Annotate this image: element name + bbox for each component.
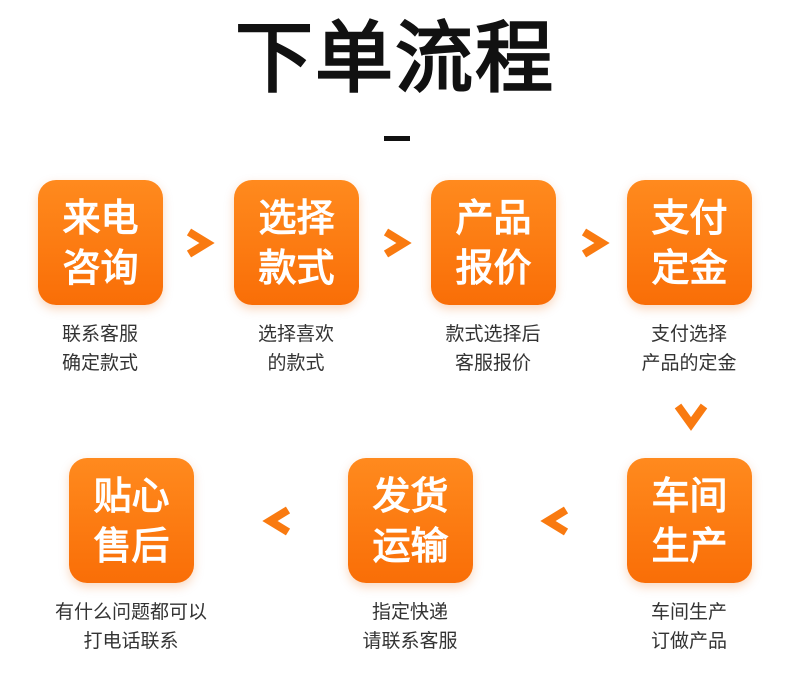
page-title: 下单流程 — [234, 14, 555, 104]
step-5-desc-line1: 车间生产 — [650, 601, 727, 623]
step-3-desc-line1: 款式选择后 — [445, 323, 541, 345]
step-1-desc-line1: 联系客服 — [61, 323, 138, 345]
step-box-6: 发货 运输 — [348, 458, 473, 583]
step-3-desc-line2: 客服报价 — [454, 352, 531, 374]
step-box-7: 贴心 售后 — [69, 458, 194, 583]
step-7-description: 有什么问题都可以 打电话联系 — [31, 598, 231, 656]
step-5-line1: 车间 — [651, 473, 728, 518]
step-1-description: 联系客服 确定款式 — [0, 320, 200, 378]
step-5-description: 车间生产 订做产品 — [589, 598, 789, 656]
step-4-description: 支付选择 产品的定金 — [589, 320, 789, 378]
step-1-line1: 来电 — [62, 195, 139, 240]
step-box-4: 支付 定金 — [627, 180, 752, 305]
step-1-line2: 咨询 — [62, 245, 139, 290]
step-6-line1: 发货 — [372, 473, 449, 518]
step-2-line2: 款式 — [258, 245, 335, 290]
step-6-line2: 运输 — [372, 523, 449, 568]
step-7-line1: 贴心 — [93, 473, 170, 518]
step-6-desc-line1: 指定快递 — [371, 601, 448, 623]
step-2-desc-line2: 的款式 — [267, 352, 325, 374]
step-6-description: 指定快递 请联系客服 — [310, 598, 510, 656]
step-5-line2: 生产 — [651, 523, 728, 568]
step-1-desc-line2: 确定款式 — [61, 352, 138, 374]
step-4-line1: 支付 — [651, 195, 728, 240]
step-3-line1: 产品 — [455, 195, 532, 240]
step-4-line2: 定金 — [651, 245, 728, 290]
title-divider — [384, 136, 410, 141]
step-3-description: 款式选择后 客服报价 — [393, 320, 593, 378]
step-box-3: 产品 报价 — [431, 180, 556, 305]
step-5-desc-line2: 订做产品 — [650, 630, 727, 652]
step-2-desc-line1: 选择喜欢 — [257, 323, 334, 345]
step-7-line2: 售后 — [93, 523, 170, 568]
chevron-right-icon — [581, 228, 610, 258]
chevron-right-icon — [186, 228, 215, 258]
step-6-desc-line2: 请联系客服 — [362, 630, 458, 652]
step-4-desc-line1: 支付选择 — [650, 323, 727, 345]
chevron-down-icon — [674, 403, 708, 431]
chevron-right-icon — [383, 228, 412, 258]
chevron-left-icon — [262, 506, 291, 536]
step-7-desc-line2: 打电话联系 — [83, 630, 179, 652]
step-2-description: 选择喜欢 的款式 — [196, 320, 396, 378]
chevron-left-icon — [540, 506, 569, 536]
step-3-line2: 报价 — [455, 245, 532, 290]
step-4-desc-line2: 产品的定金 — [641, 352, 737, 374]
step-box-1: 来电 咨询 — [38, 180, 163, 305]
step-box-2: 选择 款式 — [234, 180, 359, 305]
step-7-desc-line1: 有什么问题都可以 — [54, 601, 207, 623]
step-box-5: 车间 生产 — [627, 458, 752, 583]
step-2-line1: 选择 — [258, 195, 335, 240]
